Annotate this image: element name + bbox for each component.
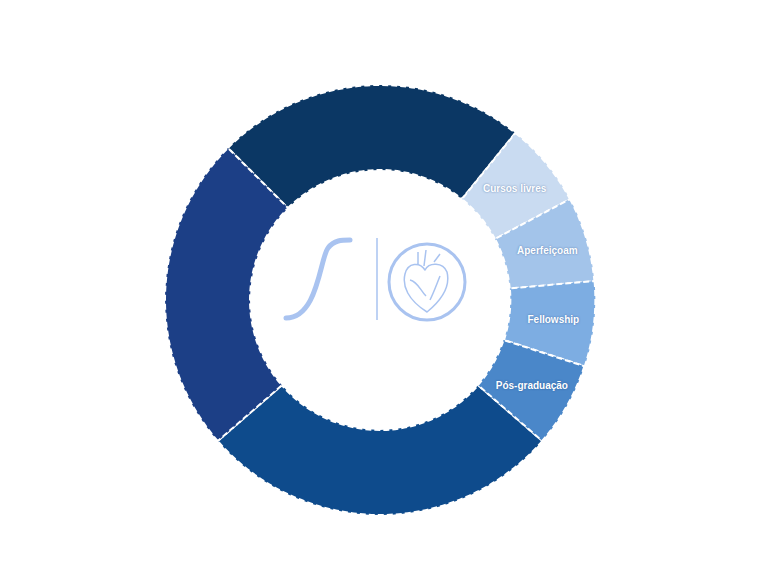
segment-label: Cursos livres (483, 183, 546, 194)
segment-fill (478, 340, 584, 441)
heart-circle (389, 244, 465, 320)
heart-icon (404, 250, 447, 312)
ring-segment (218, 385, 543, 515)
segment-fill (495, 199, 594, 289)
ring-segment: Pós-graduação (478, 340, 584, 441)
segment-label: Fellowship (528, 314, 580, 325)
ring-segment (165, 148, 288, 441)
divider (376, 238, 378, 320)
s-curve (286, 240, 350, 318)
segment-label: Pós-graduação (496, 380, 568, 391)
segment-shape (495, 199, 594, 289)
segment-label: Aperfeiçoam (517, 245, 578, 256)
ring-segment: Aperfeiçoam (495, 199, 594, 289)
